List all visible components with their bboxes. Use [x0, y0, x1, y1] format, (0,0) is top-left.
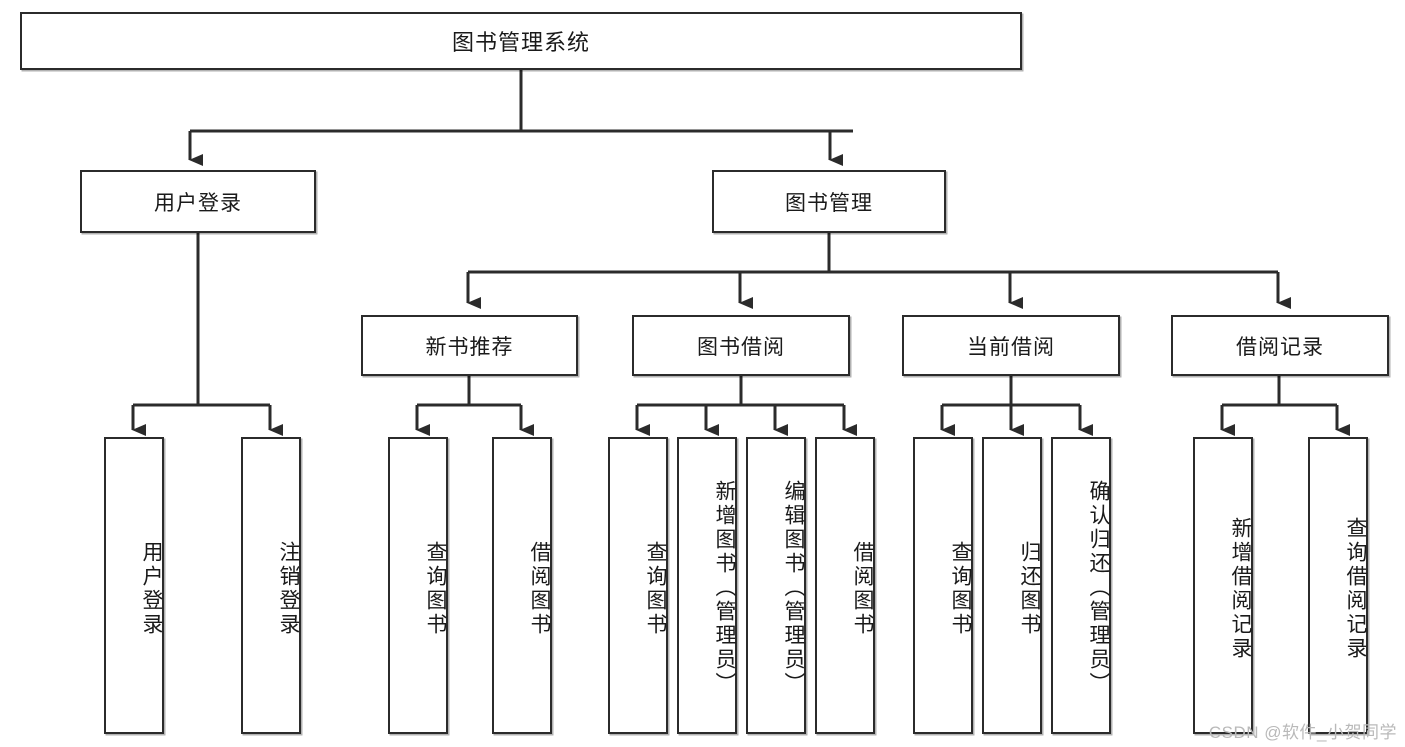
leaf-currentborrow-query-book[interactable]: 查询图书 [913, 437, 973, 734]
leaf-currentborrow-return-book[interactable]: 归还图书 [982, 437, 1042, 734]
leaf-currentborrow-confirm-return-admin[interactable]: 确认归还（管理员） [1051, 437, 1111, 734]
watermark-label: CSDN @软件_小贺同学 [1208, 723, 1397, 742]
leaf-newbook-query-book[interactable]: 查询图书 [388, 437, 448, 734]
node-current-borrow[interactable]: 当前借阅 [902, 315, 1120, 376]
leaf-borrowrecord-query-record[interactable]: 查询借阅记录 [1308, 437, 1368, 734]
leaf-user-login-login[interactable]: 用户登录 [104, 437, 164, 734]
node-new-book-recommend[interactable]: 新书推荐 [361, 315, 578, 376]
node-book-management[interactable]: 图书管理 [712, 170, 946, 233]
leaf-bookborrow-query-book[interactable]: 查询图书 [608, 437, 668, 734]
leaf-bookborrow-edit-book-admin[interactable]: 编辑图书（管理员） [746, 437, 806, 734]
node-root-system[interactable]: 图书管理系统 [20, 12, 1022, 70]
leaf-borrowrecord-add-record[interactable]: 新增借阅记录 [1193, 437, 1253, 734]
node-book-borrow[interactable]: 图书借阅 [632, 315, 850, 376]
node-user-login[interactable]: 用户登录 [80, 170, 316, 233]
leaf-bookborrow-add-book-admin[interactable]: 新增图书（管理员） [677, 437, 737, 734]
leaf-bookborrow-borrow-book[interactable]: 借阅图书 [815, 437, 875, 734]
leaf-newbook-borrow-book[interactable]: 借阅图书 [492, 437, 552, 734]
leaf-user-login-logout[interactable]: 注销登录 [241, 437, 301, 734]
node-borrow-record[interactable]: 借阅记录 [1171, 315, 1389, 376]
